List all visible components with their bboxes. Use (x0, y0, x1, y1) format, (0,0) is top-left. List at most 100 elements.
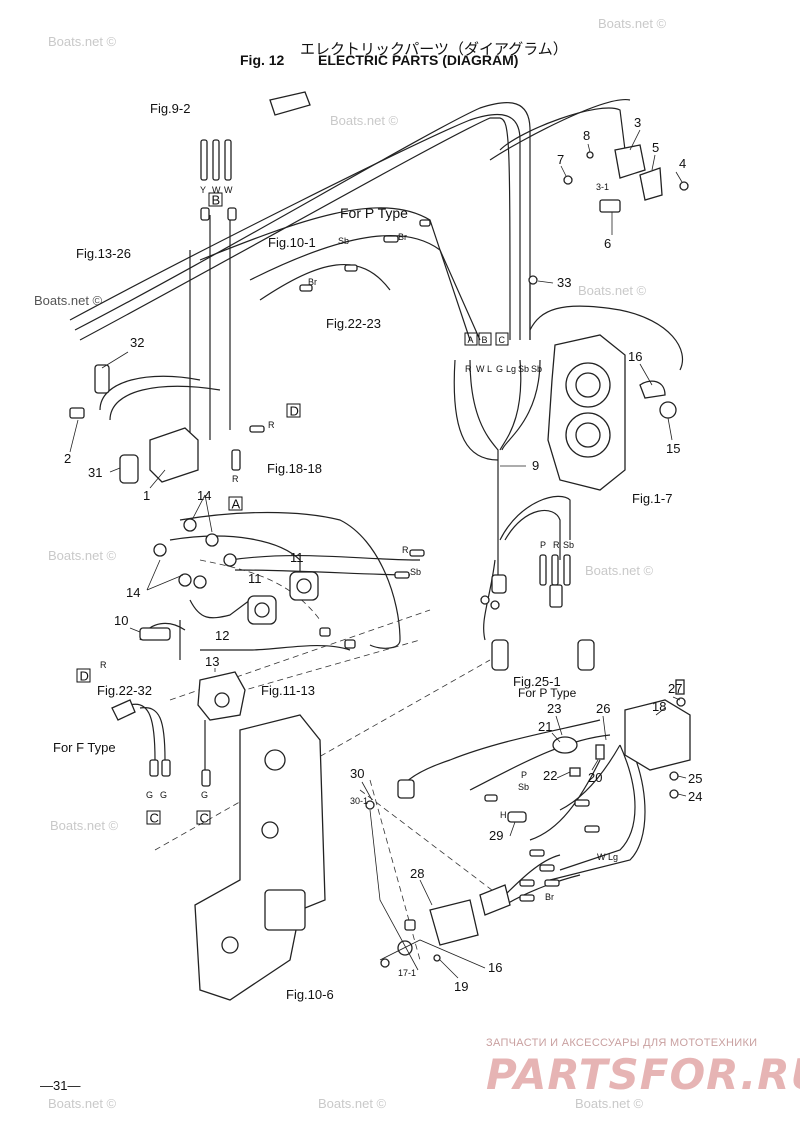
part-29 (507, 811, 527, 823)
part-33 (528, 275, 538, 285)
wire-harness (69, 99, 684, 906)
callout-6: 6 (604, 236, 611, 251)
figure-title: ELECTRIC PARTS (DIAGRAM) (318, 52, 519, 68)
callout-23: 23 (547, 701, 561, 716)
callout-27: 27 (668, 681, 682, 696)
logo-name: PARTSFOR.RU (486, 1050, 800, 1099)
callout-15: 15 (666, 441, 680, 456)
ref-fig-22-32: Fig.22-32 (97, 683, 152, 698)
wire-code-h: H (500, 810, 507, 820)
callout-1: 1 (143, 488, 150, 503)
part-2 (69, 407, 85, 419)
wire-code-p: P (521, 770, 527, 780)
wire-code-l: L (487, 364, 492, 374)
part-16 (639, 380, 666, 399)
callout-11: 11 (248, 571, 262, 586)
part-31 (119, 454, 139, 484)
wire-code-r: R (268, 420, 275, 430)
ref-fig-10-6: Fig.10-6 (286, 987, 334, 1002)
box-label-b: B (212, 193, 221, 208)
logo-tagline: ЗАПЧАСТИ И АКСЕССУАРЫ ДЛЯ МОТОТЕХНИКИ (486, 1037, 758, 1049)
wire-code-w-lg: W Lg (597, 852, 618, 862)
callouts: 1 2 3 3-1 4 5 6 7 8 9 10 11 11 12 13 14 … (64, 115, 702, 994)
ref-fig-9-2: Fig.9-2 (150, 101, 190, 116)
wire-code-sb: Sb (338, 236, 349, 246)
wire-code-g: G (146, 790, 153, 800)
callout-3: 3 (634, 115, 641, 130)
callout-17: 16 (488, 960, 502, 975)
wire-code-sb: Sb (410, 567, 421, 577)
note-for-p-type: For P Type (518, 686, 577, 700)
callout-4: 4 (679, 156, 686, 171)
letter-boxes: B D A D C C A B C (76, 192, 509, 826)
ref-fig-18-18: Fig.18-18 (267, 461, 322, 476)
callout-26: 26 (596, 701, 610, 716)
ref-fig-22-23: Fig.22-23 (326, 316, 381, 331)
wire-code-sb: Sb (563, 540, 574, 550)
callout-25: 25 (688, 771, 702, 786)
wire-code-w: W (212, 185, 221, 195)
watermark: Boats.net © (598, 16, 667, 31)
part-9-connector (491, 574, 507, 594)
callout-28: 28 (410, 866, 424, 881)
box-label-d: D (290, 404, 299, 419)
callout-14: 14 (197, 488, 211, 503)
wire-code-g: G (201, 790, 208, 800)
callout-30: 30 (350, 766, 364, 781)
wire-code-w: W (224, 185, 233, 195)
part-21 (552, 736, 578, 754)
callout-21: 21 (538, 719, 552, 734)
note-for-f-type: For F Type (53, 740, 116, 755)
wire-code-r: R (402, 545, 409, 555)
watermark: Boats.net © (48, 548, 117, 563)
part-15 (659, 401, 677, 419)
ref-fig-1-7: Fig.1-7 (632, 491, 672, 506)
wire-code-br: Br (398, 232, 407, 242)
japanese-title: エレクトリックパーツ（ダイアグラム） (300, 40, 568, 58)
part-22 (569, 767, 581, 777)
box-label-a: A (232, 497, 241, 512)
wire-code-sb: Sb (518, 782, 529, 792)
callout-20: 20 (588, 770, 602, 785)
wire-code-sb: Sb (531, 364, 542, 374)
wire-code-r: R (232, 474, 239, 484)
ref-fig-13-26: Fig.13-26 (76, 246, 131, 261)
wire-code-br: Br (545, 892, 554, 902)
wire-code-p: P (540, 540, 546, 550)
callout-10: 10 (114, 613, 128, 628)
callout-19: 19 (454, 979, 468, 994)
callout-8: 8 (583, 128, 590, 143)
box-label-b: B (482, 335, 488, 345)
part-18-box (624, 699, 691, 771)
watermark: Boats.net © (50, 818, 119, 833)
callout-5: 5 (652, 140, 659, 155)
callout-14: 14 (126, 585, 140, 600)
part-28-plate (429, 899, 479, 946)
watermarks: Boats.net © Boats.net © Boats.net © Boat… (34, 16, 667, 1111)
wire-code-lg: Lg (506, 364, 516, 374)
part-17-grommet (479, 884, 511, 916)
watermark: Boats.net © (330, 113, 399, 128)
note-for-p-type: For P Type (340, 205, 408, 221)
ref-fig-25-1: Fig.25-1 (513, 674, 561, 689)
part-1-rectifier (149, 427, 199, 483)
figure-references: Fig.9-2 Fig.13-26 Fig.10-1 Fig.22-23 Fig… (76, 101, 672, 1002)
figure-number: Fig. 12 (240, 52, 285, 68)
part-32 (94, 364, 110, 394)
watermark: Boats.net © (34, 293, 103, 308)
box-label-c: C (150, 811, 159, 826)
callout-12: 12 (215, 628, 229, 643)
watermark: Boats.net © (585, 563, 654, 578)
ref-fig-11-13: Fig.11-13 (261, 683, 315, 698)
part-10 (139, 627, 171, 641)
watermark: Boats.net © (575, 1096, 644, 1111)
type-notes: For P Type For P Type For F Type (53, 205, 577, 755)
callout-24: 24 (688, 789, 702, 804)
part-20 (595, 744, 605, 760)
wire-code-w: W (476, 364, 485, 374)
wire-code-r: R (100, 660, 107, 670)
callout-17-1: 17-1 (398, 968, 416, 978)
callout-29: 29 (489, 828, 503, 843)
components (69, 91, 691, 1001)
